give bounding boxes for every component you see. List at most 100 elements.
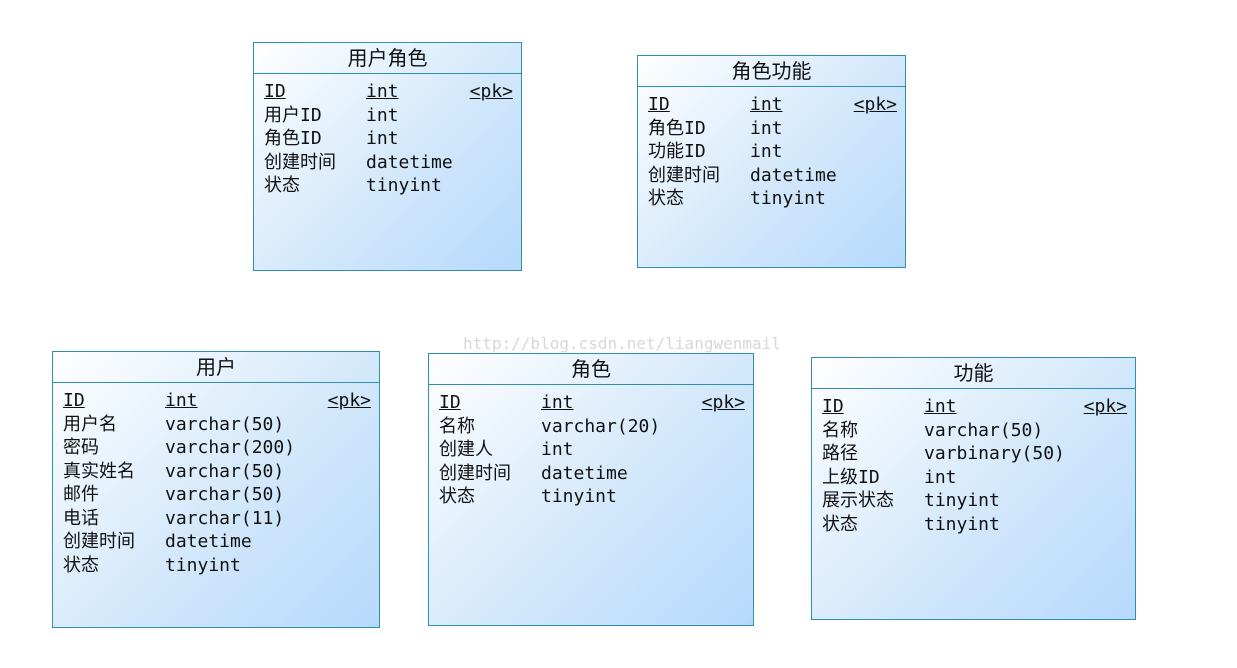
primary-key-marker: <pk> bbox=[853, 94, 897, 115]
field-name: 创建时间 bbox=[63, 531, 135, 552]
entity-title: 角色 bbox=[429, 354, 753, 385]
field-name: ID bbox=[264, 81, 286, 102]
field-type: tinyint bbox=[366, 175, 442, 196]
field-name: ID bbox=[822, 396, 844, 417]
field-name: 状态 bbox=[648, 188, 684, 209]
field-type: varchar(11) bbox=[165, 507, 285, 529]
field-row[interactable]: 名称 varchar(50) bbox=[812, 419, 1135, 443]
field-row[interactable]: 角色ID int bbox=[638, 117, 905, 141]
field-row[interactable]: ID int <pk> bbox=[812, 395, 1135, 419]
field-type: varchar(50) bbox=[924, 419, 1044, 441]
primary-key-marker: <pk> bbox=[327, 390, 371, 411]
field-list: ID int <pk> 名称 varchar(20) 创建人 int 创建时间 datetime… bbox=[429, 385, 753, 509]
field-type: varchar(20) bbox=[541, 415, 661, 437]
field-name: 状态 bbox=[822, 513, 858, 535]
field-name: 角色ID bbox=[264, 128, 322, 149]
field-name: 路径 bbox=[822, 443, 858, 464]
field-name: 状态 bbox=[63, 554, 99, 576]
field-type: tinyint bbox=[541, 486, 617, 507]
field-name: 密码 bbox=[63, 437, 99, 458]
field-row[interactable]: 状态 tinyint bbox=[429, 485, 753, 509]
field-row[interactable]: ID int <pk> bbox=[638, 93, 905, 117]
field-type: int bbox=[750, 94, 783, 115]
field-row[interactable]: 状态 tinyint bbox=[638, 187, 905, 211]
field-name: ID bbox=[439, 392, 461, 413]
field-name: 名称 bbox=[439, 415, 475, 437]
entity-title: 功能 bbox=[812, 358, 1135, 389]
field-name: 角色ID bbox=[648, 117, 706, 139]
field-row[interactable]: 展示状态 tinyint bbox=[812, 489, 1135, 513]
field-row[interactable]: 路径 varbinary(50) bbox=[812, 442, 1135, 466]
entity-title: 角色功能 bbox=[638, 56, 905, 87]
field-type: int bbox=[366, 104, 399, 126]
field-name: 邮件 bbox=[63, 484, 99, 505]
field-row[interactable]: 邮件 varchar(50) bbox=[53, 483, 379, 507]
field-type: datetime bbox=[541, 462, 628, 484]
field-row[interactable]: ID int <pk> bbox=[429, 391, 753, 415]
field-row[interactable]: 用户名 varchar(50) bbox=[53, 413, 379, 437]
entity-user[interactable]: 用户 ID int <pk> 用户名 varchar(50) 密码 varchar(200)… bbox=[52, 351, 380, 628]
field-type: int bbox=[165, 390, 198, 411]
field-row[interactable]: 创建时间 datetime bbox=[429, 462, 753, 486]
field-name: 用户名 bbox=[63, 413, 117, 435]
field-row[interactable]: 名称 varchar(20) bbox=[429, 415, 753, 439]
field-row[interactable]: 电话 varchar(11) bbox=[53, 507, 379, 531]
field-row[interactable]: 角色ID int bbox=[254, 127, 521, 151]
field-name: 电话 bbox=[63, 507, 99, 529]
field-name: ID bbox=[63, 390, 85, 411]
field-name: 创建人 bbox=[439, 439, 493, 460]
primary-key-marker: <pk> bbox=[701, 392, 745, 413]
primary-key-marker: <pk> bbox=[1083, 396, 1127, 417]
field-name: 创建时间 bbox=[439, 462, 511, 484]
field-row[interactable]: 创建人 int bbox=[429, 438, 753, 462]
field-type: varchar(50) bbox=[165, 413, 285, 435]
field-row[interactable]: 创建时间 datetime bbox=[53, 530, 379, 554]
field-type: varchar(50) bbox=[165, 484, 285, 505]
field-type: int bbox=[366, 128, 399, 149]
field-name: 真实姓名 bbox=[63, 460, 135, 482]
field-type: int bbox=[924, 396, 957, 417]
entity-role[interactable]: 角色 ID int <pk> 名称 varchar(20) 创建人 int 创建时间 datet… bbox=[428, 353, 754, 626]
field-type: int bbox=[541, 392, 574, 413]
field-type: varbinary(50) bbox=[924, 443, 1065, 464]
field-type: varchar(50) bbox=[165, 460, 285, 482]
field-row[interactable]: 用户ID int bbox=[254, 104, 521, 128]
entity-title: 用户角色 bbox=[254, 43, 521, 74]
field-name: 名称 bbox=[822, 419, 858, 441]
watermark: http://blog.csdn.net/liangwenmail bbox=[463, 334, 781, 353]
field-type: varchar(200) bbox=[165, 437, 296, 458]
field-name: 上级ID bbox=[822, 466, 880, 488]
field-type: int bbox=[750, 141, 783, 162]
field-type: int bbox=[541, 439, 574, 460]
field-type: int bbox=[750, 117, 783, 139]
field-type: tinyint bbox=[924, 513, 1000, 535]
field-name: 用户ID bbox=[264, 104, 322, 126]
field-row[interactable]: ID int <pk> bbox=[53, 389, 379, 413]
field-row[interactable]: 真实姓名 varchar(50) bbox=[53, 460, 379, 484]
field-type: tinyint bbox=[750, 188, 826, 209]
entity-function[interactable]: 功能 ID int <pk> 名称 varchar(50) 路径 varbinary(50)… bbox=[811, 357, 1136, 620]
field-name: ID bbox=[648, 94, 670, 115]
field-row[interactable]: 状态 tinyint bbox=[812, 513, 1135, 537]
field-row[interactable]: 密码 varchar(200) bbox=[53, 436, 379, 460]
field-row[interactable]: 状态 tinyint bbox=[53, 554, 379, 578]
entity-title: 用户 bbox=[53, 352, 379, 383]
field-type: datetime bbox=[165, 531, 252, 552]
primary-key-marker: <pk> bbox=[469, 81, 513, 102]
field-name: 展示状态 bbox=[822, 490, 894, 511]
field-name: 状态 bbox=[439, 486, 475, 507]
field-name: 创建时间 bbox=[264, 151, 336, 173]
field-type: tinyint bbox=[924, 490, 1000, 511]
field-type: tinyint bbox=[165, 554, 241, 576]
